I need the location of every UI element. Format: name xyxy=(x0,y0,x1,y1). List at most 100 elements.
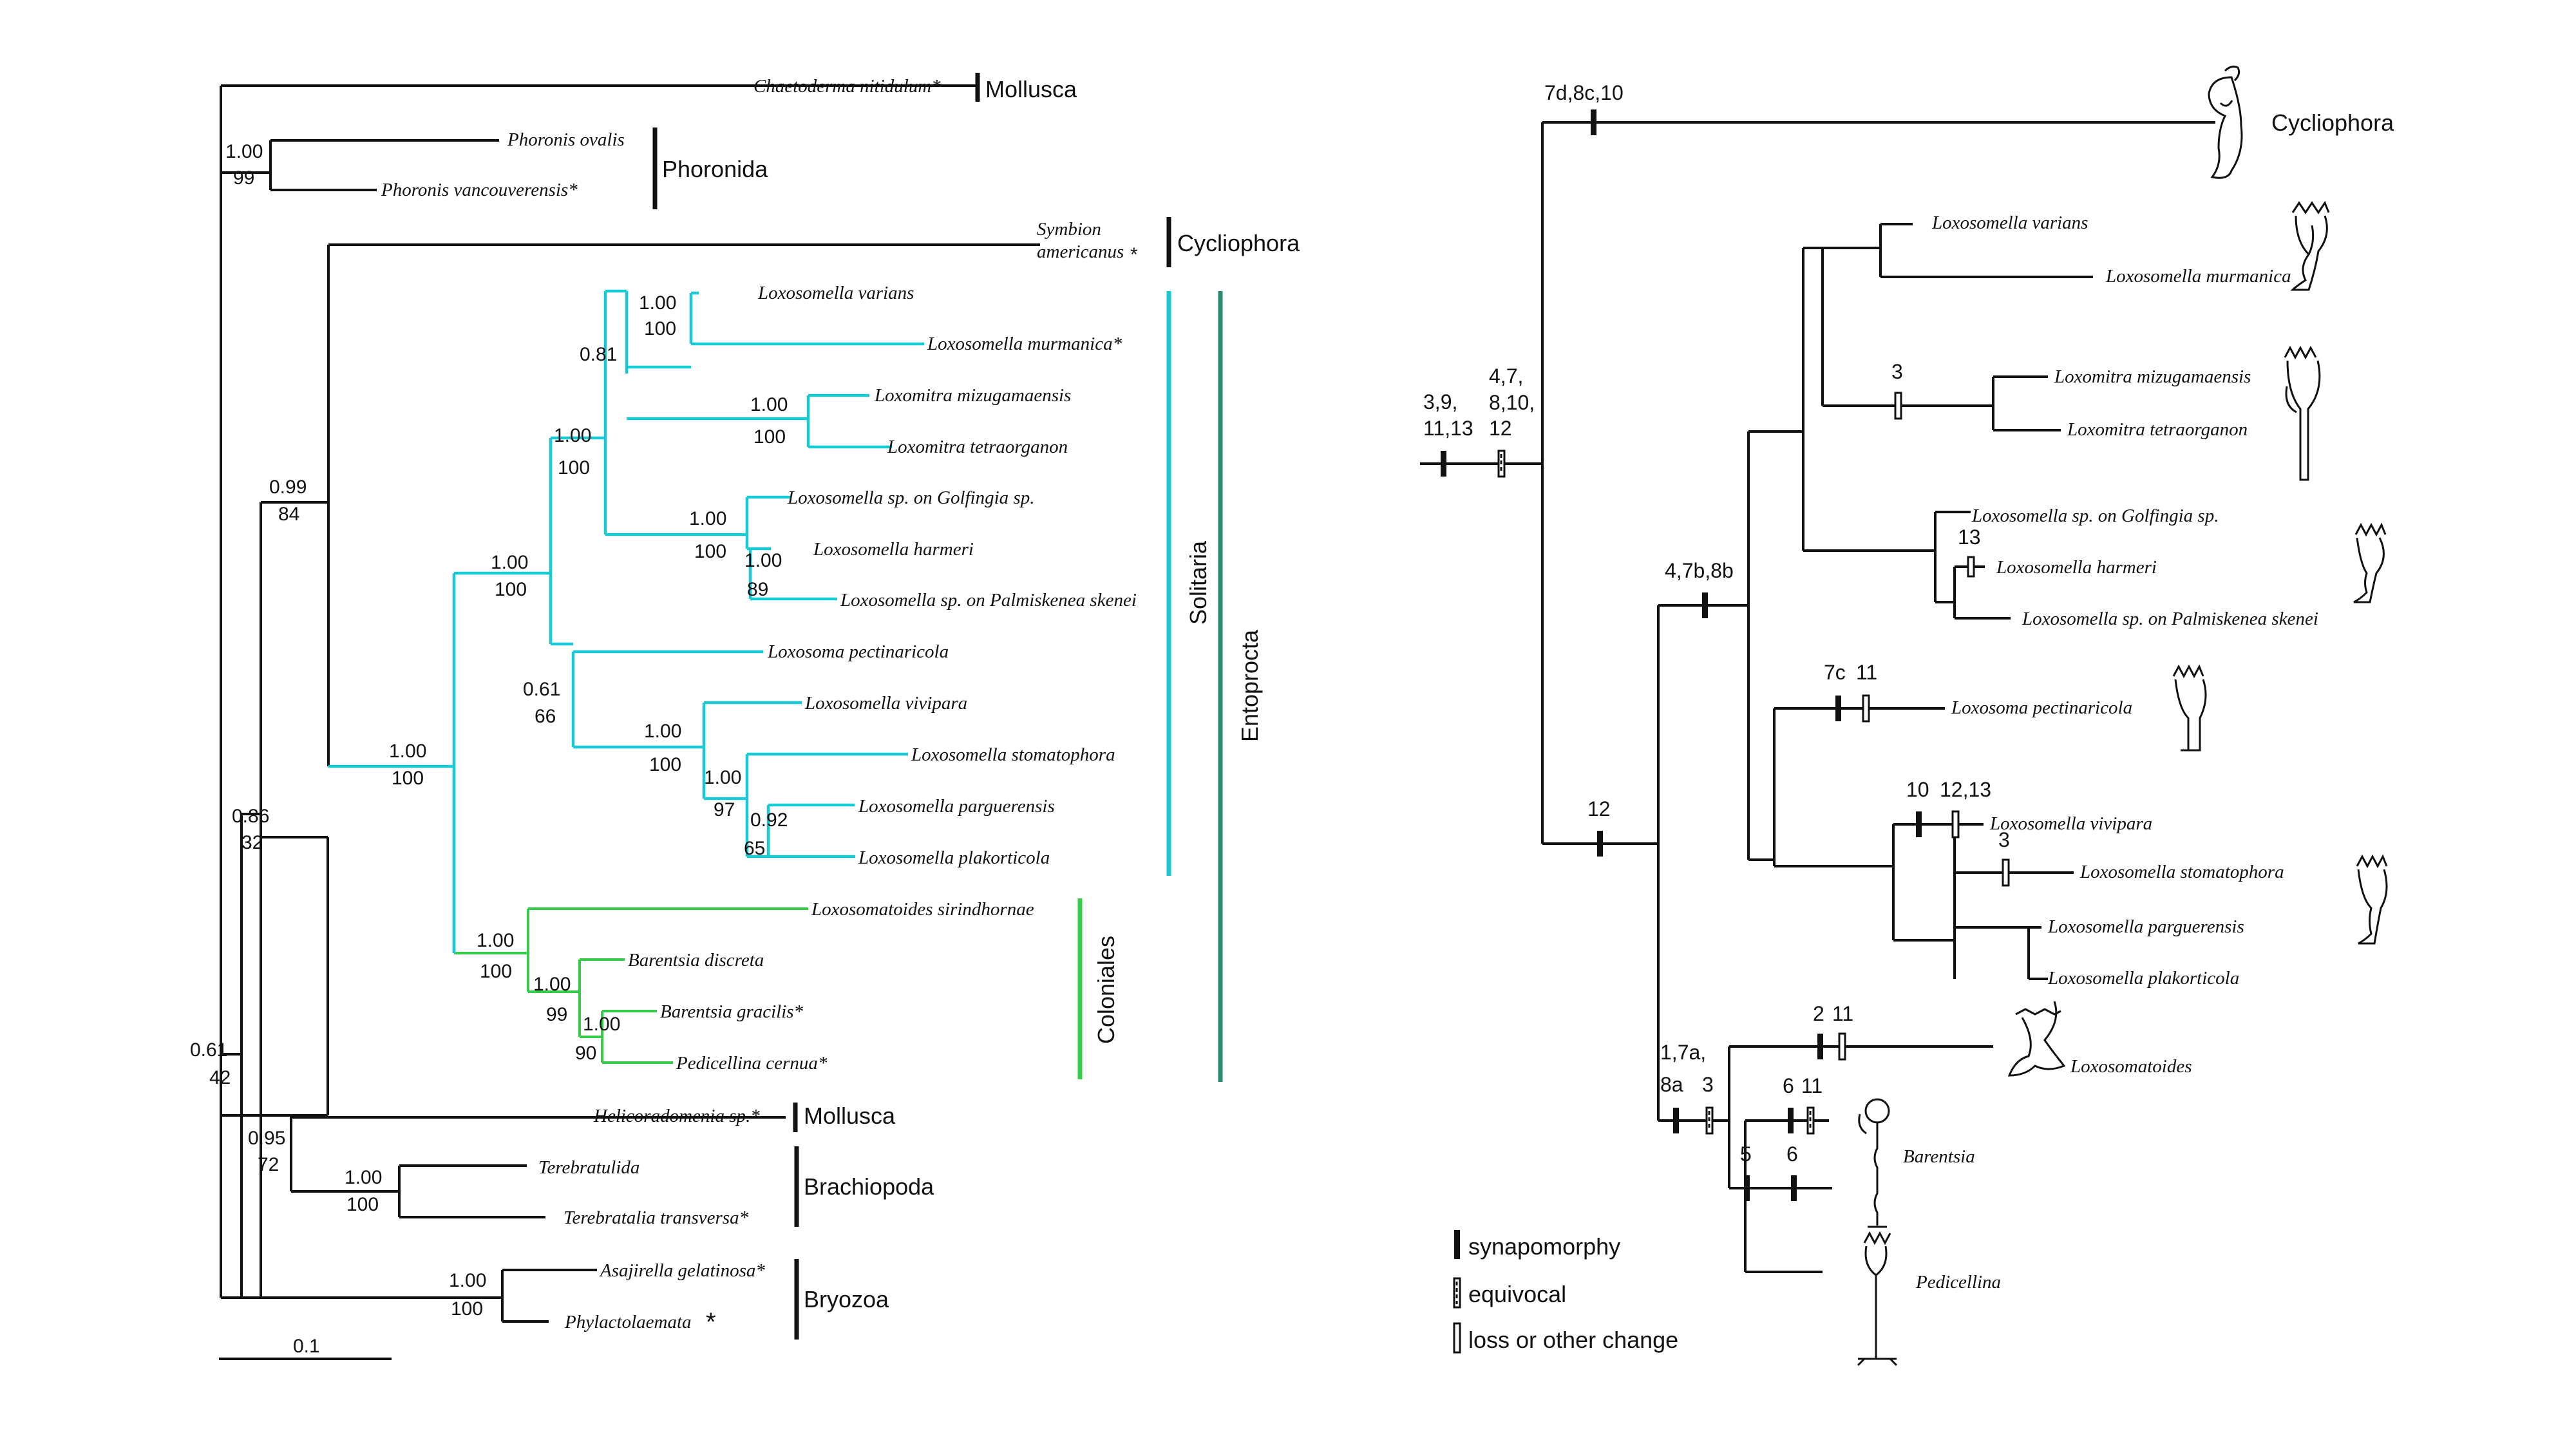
taxon-label: Loxosoma pectinaricola xyxy=(1951,697,2132,718)
char-label: 4,7, xyxy=(1489,365,1523,388)
char-label: 6 xyxy=(1786,1142,1798,1166)
taxon-label: Chaetoderma nitidulum* xyxy=(753,76,941,97)
barentsia-drawing xyxy=(1858,1098,1890,1228)
legend-label-synapomorphy: synapomorphy xyxy=(1468,1233,1620,1260)
left-root-lines xyxy=(221,813,261,1298)
taxon-label: Phoronis vancouverensis* xyxy=(381,180,578,200)
taxon-label: Loxosomella parguerensis xyxy=(858,796,1055,817)
group-label-coloniales: Coloniales xyxy=(1093,936,1119,1044)
node-support: 66 xyxy=(535,706,556,727)
legend-label-equivocal: equivocal xyxy=(1468,1281,1566,1307)
char-label: 7d,8c,10 xyxy=(1544,81,1624,104)
solitaria-branches xyxy=(328,289,924,953)
taxon-label: Loxosomella harmeri xyxy=(1996,557,2157,578)
taxon-label: Loxosomella sp. on Golfingia sp. xyxy=(787,488,1034,508)
taxon-label: Loxosoma pectinaricola xyxy=(767,641,949,662)
taxon-asterisk: * xyxy=(1130,244,1138,265)
node-support: 32 xyxy=(242,832,263,853)
taxon-label: Phylactolaemata xyxy=(564,1312,692,1332)
loxosomatoides-drawing xyxy=(2007,1001,2066,1077)
taxon-label: Loxosomella murmanica xyxy=(2105,266,2291,287)
node-support: 100 xyxy=(694,541,726,562)
taxon-label: Loxosomella vivipara xyxy=(1989,813,2152,834)
node-support: 1.00 xyxy=(389,741,426,762)
node-support: 100 xyxy=(495,579,527,600)
taxon-label: Loxomitra tetraorganon xyxy=(887,437,1068,457)
node-support: 1.00 xyxy=(225,141,263,162)
node-support: 0.99 xyxy=(269,477,307,498)
character-marks xyxy=(1441,109,2010,1201)
char-label: 11,13 xyxy=(1423,417,1473,440)
taxon-label: Asajirella gelatinosa* xyxy=(599,1260,765,1281)
char-label: 12,13 xyxy=(1940,778,1991,801)
taxon-label: Phoronis ovalis xyxy=(507,129,625,150)
node-support: 1.00 xyxy=(477,930,514,951)
loxomitra-drawing xyxy=(2284,345,2321,481)
node-support: 0.92 xyxy=(750,810,788,831)
taxon-label: Pedicellina xyxy=(1915,1272,2001,1293)
group-label-mollusca: Mollusca xyxy=(985,76,1077,102)
node-support: 100 xyxy=(480,961,512,982)
node-support: 100 xyxy=(644,318,676,339)
node-support: 1.00 xyxy=(744,550,782,571)
node-support: 1.00 xyxy=(449,1270,486,1291)
group-label-mollusca: Mollusca xyxy=(804,1103,896,1129)
loxosomella-drawing xyxy=(2172,664,2207,752)
loxosomella-drawing xyxy=(2353,522,2387,603)
char-label: 2 xyxy=(1813,1002,1824,1025)
taxon-label: Loxomitra mizugamaensis xyxy=(2054,366,2251,387)
taxon-label: Loxosomella stomatophora xyxy=(911,744,1115,765)
taxon-label: Loxosomella varians xyxy=(1931,213,2088,233)
taxon-label: Symbion xyxy=(1037,219,1101,240)
taxon-label: Loxosomella sp. on Palmiskenea skenei xyxy=(840,590,1137,611)
node-support: 72 xyxy=(258,1154,279,1175)
right-cladogram: 7d,8c,10 3,9, 11,13 4,7, 8,10, 12 12 4,7… xyxy=(1420,65,2394,1367)
taxon-label: Barentsia xyxy=(1903,1146,1975,1167)
node-support: 0.61 xyxy=(523,679,560,700)
taxon-label: Barentsia discreta xyxy=(628,950,764,971)
taxon-label: Barentsia gracilis* xyxy=(660,1001,804,1022)
taxon-label: americanus xyxy=(1037,242,1124,262)
node-support: 99 xyxy=(546,1004,567,1025)
char-label: 1,7a, xyxy=(1660,1041,1706,1064)
group-bars xyxy=(652,73,1223,1340)
char-label: 10 xyxy=(1906,778,1929,801)
taxon-label: Loxosomella varians xyxy=(757,283,914,303)
node-support: 100 xyxy=(451,1298,483,1320)
char-label: 5 xyxy=(1740,1142,1752,1166)
node-support: 100 xyxy=(392,768,424,789)
taxon-label: Terebratalia transversa* xyxy=(564,1208,749,1228)
group-label-solitaria: Solitaria xyxy=(1185,540,1211,625)
coloniales-branches xyxy=(454,907,808,1064)
node-support: 0.61 xyxy=(190,1039,227,1061)
char-label: 13 xyxy=(1958,526,1981,549)
taxon-label: Loxosomella sp. on Palmiskenea skenei xyxy=(2022,609,2318,629)
group-label-phoronida: Phoronida xyxy=(662,156,768,182)
node-support: 1.00 xyxy=(491,552,528,573)
char-label: 3 xyxy=(1891,360,1903,383)
node-support: 0.81 xyxy=(580,344,617,365)
node-support: 65 xyxy=(744,838,765,859)
taxon-label: Loxomitra tetraorganon xyxy=(2067,419,2248,440)
node-support: 97 xyxy=(714,799,735,820)
char-label: 8a xyxy=(1660,1073,1683,1096)
taxon-label: Loxosomella vivipara xyxy=(804,693,967,714)
taxon-label: Loxosomella murmanica* xyxy=(927,334,1122,354)
legend-label-loss: loss or other change xyxy=(1468,1327,1678,1353)
node-support: 1.00 xyxy=(583,1014,620,1035)
cycliophoran-drawing xyxy=(2208,65,2243,179)
taxon-label: Pedicellina cernua* xyxy=(676,1053,828,1074)
node-support: 42 xyxy=(209,1067,231,1088)
taxon-asterisk: * xyxy=(706,1308,716,1336)
left-phylogram: Chaetoderma nitidulum* Phoronis ovalis P… xyxy=(190,73,1300,1360)
taxon-label: Loxosomatoides xyxy=(2070,1056,2192,1077)
node-support: 1.00 xyxy=(704,767,741,788)
scale-bar-label: 0.1 xyxy=(293,1336,320,1357)
loxosomella-drawing xyxy=(2290,200,2330,291)
group-label-bryozoa: Bryozoa xyxy=(804,1286,889,1312)
char-label: 12 xyxy=(1587,797,1611,820)
taxon-label: Loxosomella sp. on Golfingia sp. xyxy=(1971,506,2219,526)
taxon-label: Loxosomella plakorticola xyxy=(858,848,1050,868)
char-label: 8,10, xyxy=(1489,391,1535,414)
